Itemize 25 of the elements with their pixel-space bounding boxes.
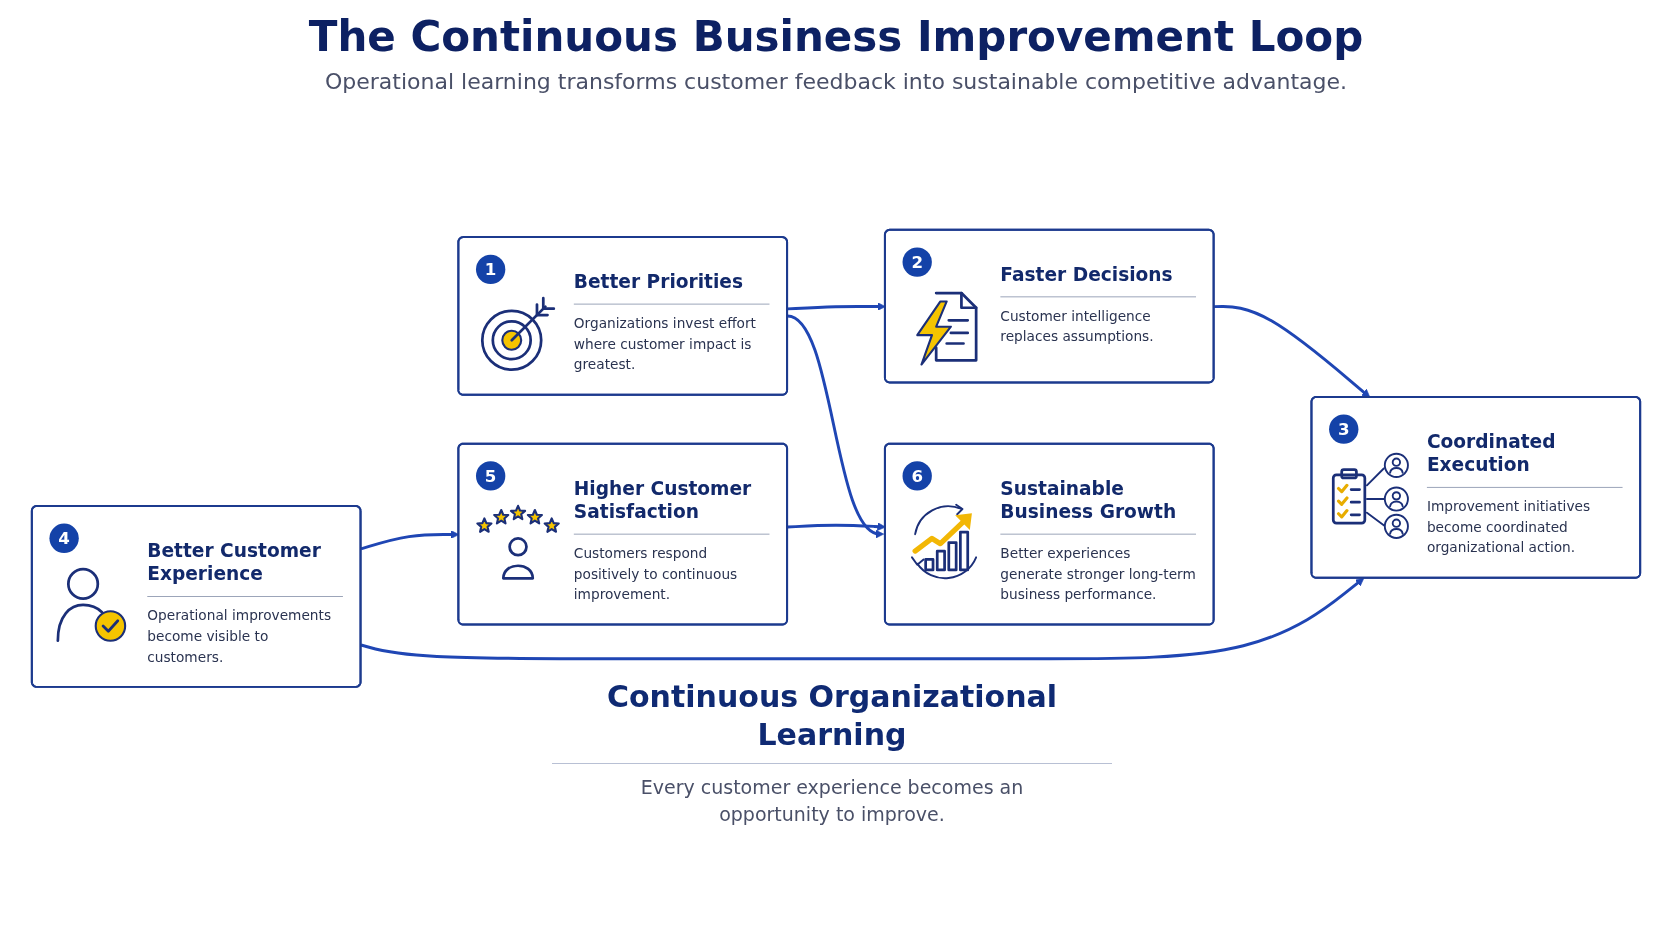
arrow [787,314,884,537]
card-heading: Better Priorities [573,270,770,305]
step-card [457,236,789,396]
card-heading: Better Customer Experience [147,539,343,597]
center-heading: Continuous Organizational Learning [552,678,1112,764]
card-heading: Faster Decisions [1000,263,1196,298]
subtitle: Operational learning transforms customer feedback into sustainable competitive advantage. [325,68,1347,97]
card-heading: Sustainable Business Growth [1000,476,1196,535]
title: The Continuous Business Improvement Loop [308,12,1364,63]
step-card [30,505,362,688]
step-card [883,442,1215,626]
card-description: Customers respond positively to continuous improvement. [573,543,739,604]
arrow [1214,305,1371,398]
card-description: Customer intelligence replaces assumptions. [1000,306,1155,347]
step-card [457,442,789,626]
card-description: Better experiences generate stronger long-term business performance. [1000,543,1196,604]
arrow [360,577,1365,661]
step-card [883,228,1215,384]
card-description: Organizations invest effort where customer impact is greatest. [573,314,757,374]
card-heading: Higher Customer Satisfaction [573,476,770,535]
card-description: Improvement initiatives become coordinated organizational action. [1426,497,1592,557]
card-description: Operational improvements become visible to customers. [147,606,332,666]
center-text: Every customer experience becomes an opportunity to improve. [639,775,1025,827]
step-card [1310,395,1642,579]
card-heading: Coordinated Execution [1426,430,1623,488]
